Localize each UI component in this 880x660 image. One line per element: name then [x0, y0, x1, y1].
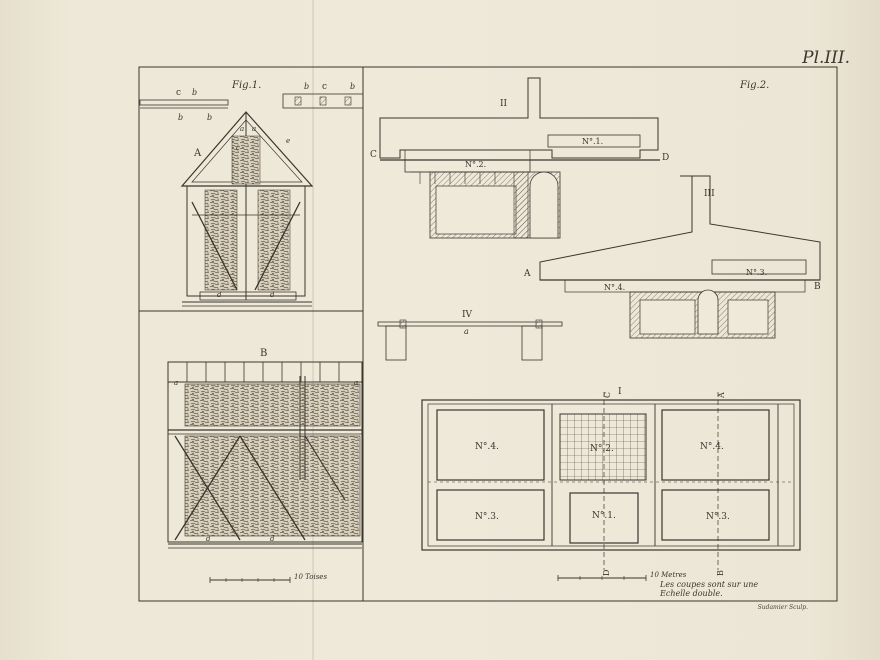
beam-letter-b: b — [178, 113, 183, 122]
fig1-beam-detail-right: b c b — [282, 82, 364, 109]
fig1-elevation-b: a a d d c — [167, 361, 363, 549]
plan-no4-left: N°.4. — [475, 442, 499, 452]
fig2-scale-bar — [557, 575, 647, 581]
section-iii-no3: N°.3. — [746, 268, 767, 277]
fig2-section-ii-label: II — [500, 99, 508, 109]
plan-cut-b: B — [716, 570, 725, 576]
elev-letter-d: d — [217, 291, 222, 299]
elev-letter-a: a — [252, 125, 256, 133]
elev-b-letter-c: c — [220, 506, 224, 514]
fig2-section-iii: N°.4. N°.3. A B — [523, 175, 821, 339]
plan-cut-c: C — [603, 392, 612, 398]
beam-letter-c: c — [176, 88, 181, 98]
beam-letter-c: c — [322, 82, 327, 92]
fig2-title: Fig.2. — [739, 80, 769, 91]
plan-cut-d: D — [602, 570, 611, 576]
plan-no4-right: N°.4. — [700, 442, 724, 452]
elev-b-letter-d: d — [270, 535, 275, 543]
section-iii-no4: N°.4. — [604, 283, 625, 292]
fig2-plan-i-label: I — [618, 387, 622, 397]
fig2-section-iv: a — [377, 319, 563, 361]
elev-letter-c: c — [236, 144, 240, 152]
plan-no3-right: N°.3. — [706, 512, 730, 522]
section-iv-letter-a: a — [464, 327, 469, 336]
elev-b-letter-a: a — [354, 379, 358, 387]
section-ii-cut-c: C — [370, 150, 377, 160]
page-fold — [312, 0, 314, 660]
section-ii-cut-d: D — [662, 153, 669, 163]
fig1-title: Fig.1. — [231, 80, 261, 91]
plate-label: Pl.III. — [802, 48, 850, 68]
section-iii-cut-a: A — [523, 269, 531, 279]
engraver-credit: Sudamier Sculp. — [757, 604, 808, 611]
elev-b-letter-a: a — [174, 379, 178, 387]
plan-no1: N°.1. — [592, 511, 616, 521]
fig2-scale-label: 10 Metres — [650, 571, 687, 579]
fig2-section-ii: N°.2. N°.1. C D — [370, 77, 669, 239]
elev-b-letter-d: d — [206, 535, 211, 543]
section-ii-no1: N°.1. — [582, 137, 603, 146]
fig2-plan-i: N°.4. N°.3. N°.2. N°.1. N°.4. N°.3. C A … — [421, 392, 801, 576]
fig1-view-a: A — [193, 148, 202, 159]
fig1-view-b: B — [260, 348, 267, 359]
beam-letter-b: b — [192, 88, 197, 97]
fig2-note-line1: Les coupes sont sur une — [659, 580, 758, 589]
section-ii-no2: N°.2. — [465, 160, 486, 169]
fig2-section-iv-label: IV — [462, 310, 473, 320]
plan-no2: N°.2. — [590, 444, 614, 454]
fig1-scale-label: 10 Toises — [294, 573, 327, 581]
fig1-scale-bar — [209, 577, 291, 583]
beam-letter-b: b — [350, 82, 355, 91]
section-iii-cut-b: B — [814, 282, 821, 292]
elev-letter-d: d — [270, 291, 275, 299]
plan-no3-left: N°.3. — [475, 512, 499, 522]
fig1-elevation-a: a a e c d d — [180, 111, 314, 307]
fig1-beam-detail-left: c b b b — [139, 88, 229, 122]
fig2-note-line2: Echelle double. — [659, 589, 723, 598]
beam-letter-b: b — [207, 113, 212, 122]
outer-frame — [138, 66, 838, 602]
plan-cut-a: A — [717, 392, 726, 399]
beam-letter-b: b — [304, 82, 309, 91]
elev-letter-a: a — [240, 125, 244, 133]
elev-letter-e: e — [286, 137, 290, 145]
